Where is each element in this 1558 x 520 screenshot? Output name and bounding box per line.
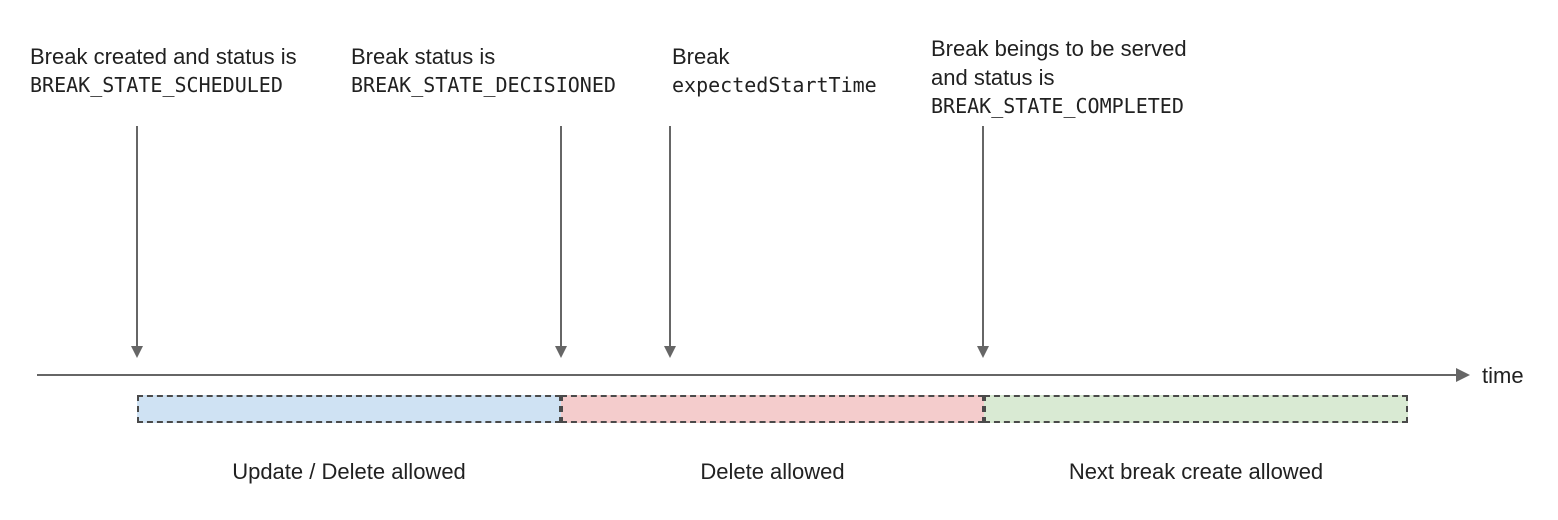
- arrow-head: [977, 346, 989, 358]
- segment-label: Next break create allowed: [1068, 459, 1324, 484]
- down-arrow-icon: [977, 126, 989, 358]
- timeline-axis: [37, 374, 1458, 376]
- segment-label: Delete allowed: [700, 459, 845, 484]
- annotation-text: Break created and status is: [30, 44, 297, 69]
- annotation-break-completed: Break beings to be served and status is …: [931, 34, 1187, 121]
- annotation-break-created: Break created and status is BREAK_STATE_…: [30, 42, 297, 100]
- annotation-code-text: BREAK_STATE_SCHEDULED: [30, 73, 283, 97]
- annotation-text: Break status is: [351, 44, 496, 69]
- arrow-shaft: [136, 126, 138, 346]
- annotation-text: and status is: [931, 65, 1055, 90]
- segment-next-break-create-allowed: [984, 395, 1408, 423]
- arrow-shaft: [982, 126, 984, 346]
- annotation-expected-start-time: Break expectedStartTime: [672, 42, 877, 100]
- arrow-shaft: [560, 126, 562, 346]
- timeline-arrowhead-icon: [1456, 368, 1470, 382]
- down-arrow-icon: [555, 126, 567, 358]
- annotation-code-text: expectedStartTime: [672, 73, 877, 97]
- annotation-code-text: BREAK_STATE_COMPLETED: [931, 94, 1184, 118]
- annotation-code-text: BREAK_STATE_DECISIONED: [351, 73, 616, 97]
- arrow-head: [131, 346, 143, 358]
- down-arrow-icon: [131, 126, 143, 358]
- arrow-head: [664, 346, 676, 358]
- annotation-break-decisioned: Break status is BREAK_STATE_DECISIONED: [351, 42, 616, 100]
- down-arrow-icon: [664, 126, 676, 358]
- arrow-shaft: [669, 126, 671, 346]
- segment-delete-allowed: [561, 395, 984, 423]
- timeline-axis-label: time: [1482, 363, 1524, 388]
- segment-label: Update / Delete allowed: [232, 459, 466, 484]
- annotation-text: Break beings to be served: [931, 36, 1187, 61]
- annotation-text: Break: [672, 44, 730, 69]
- arrow-head: [555, 346, 567, 358]
- segment-update-delete-allowed: [137, 395, 561, 423]
